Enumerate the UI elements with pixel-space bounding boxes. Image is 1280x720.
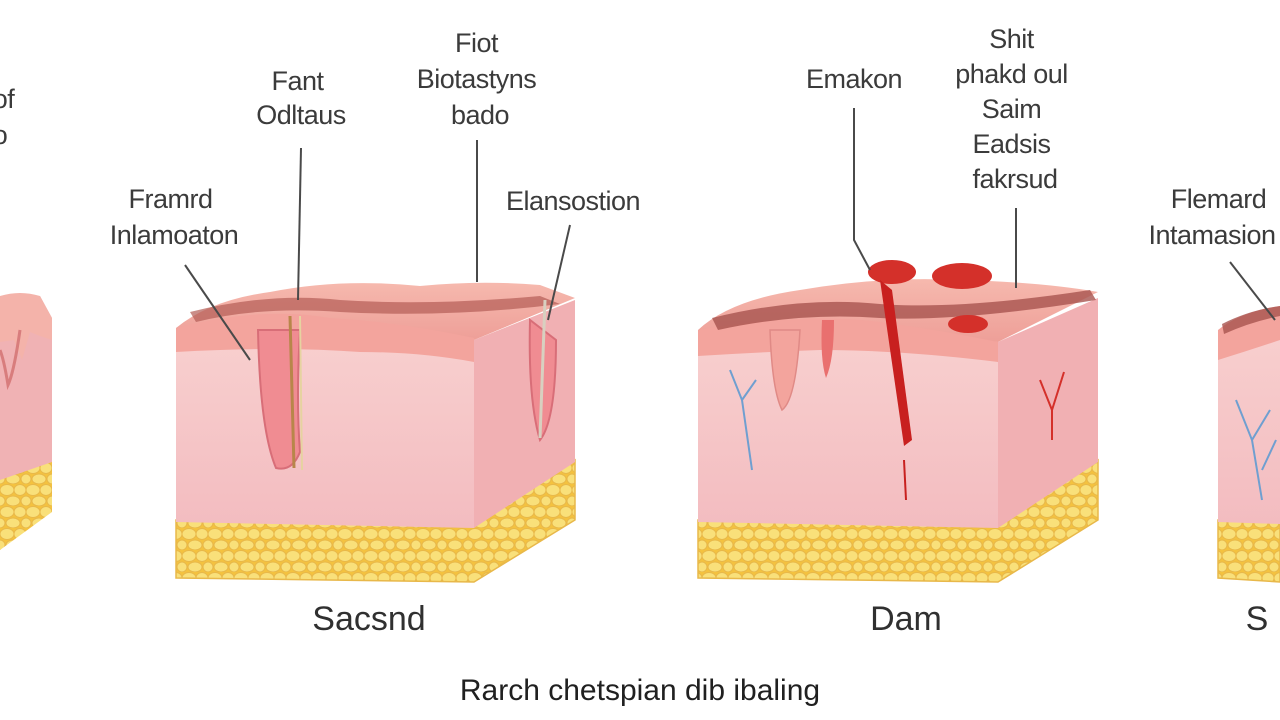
- panel-4-skin-block: [1217, 306, 1280, 583]
- label-emakon-line1: Emakon: [806, 64, 902, 94]
- leader-elansostion: [547, 224, 571, 321]
- panel-2-epidermis-band: [176, 313, 474, 362]
- label-framrd-line1: Framrd: [128, 184, 212, 214]
- panel-3-blood-streak: [880, 280, 912, 446]
- panel-4-fat-layer: [1217, 519, 1280, 583]
- label-framrd-line2: Inlamoaton: [110, 220, 239, 250]
- caption-panel3: Dam: [870, 600, 942, 638]
- panel-3-blister-1: [868, 260, 916, 284]
- label-shit-line2: phakd oul: [955, 59, 1068, 89]
- label-shit-line5: fakrsud: [972, 164, 1057, 194]
- label-fiot-line1: Fiot: [455, 28, 499, 58]
- footer-title: Rarch chetspian dib ibaling: [460, 674, 820, 707]
- label-elansostion-line1: Elansostion: [506, 186, 640, 216]
- label-flemard: Flemard Intamasion: [1148, 184, 1275, 250]
- panel-captions: Sacsnd Dam S: [312, 600, 1268, 638]
- panel-4-vessels: [1235, 399, 1277, 501]
- caption-panel2: Sacsnd: [312, 600, 425, 638]
- label-flemard-line2: Intamasion: [1148, 220, 1275, 250]
- label-fant-line1: Fant: [271, 66, 324, 96]
- label-fiot: Fiot Biotastyns bado: [417, 28, 544, 130]
- label-shit-line3: Saim: [982, 94, 1042, 124]
- label-flemard-line1: Flemard: [1171, 184, 1267, 214]
- panel-3-dermis-side: [998, 298, 1098, 528]
- label-fant-line2: Odltaus: [256, 100, 346, 130]
- panel-3-blister-3: [948, 315, 988, 333]
- panel-3-vessel-right: [1039, 371, 1065, 440]
- panel-2-dermis-front: [176, 330, 474, 528]
- label-panel1-line2: o: [0, 120, 7, 150]
- label-panel1: t of o: [0, 84, 21, 150]
- panel-1-fold: [0, 329, 22, 391]
- panel-1-dermis: [0, 296, 52, 500]
- label-framrd: Framrd Inlamoaton: [110, 184, 239, 250]
- leader-emakon: [853, 108, 871, 271]
- label-fiot-line2: Biotastyns: [417, 64, 537, 94]
- caption-panel4: S: [1246, 600, 1269, 638]
- leader-lines: [184, 108, 1276, 361]
- panel-2-fold-left: [256, 329, 302, 470]
- panel-1-top-layer: [0, 293, 52, 360]
- label-fant: Fant Odltaus: [256, 66, 346, 130]
- label-elansostion: Elansostion: [506, 186, 640, 216]
- panel-3-vessel-center: [903, 459, 907, 501]
- panel-3-drip-1: [769, 329, 801, 412]
- panel-2-fold-inner-2: [299, 315, 303, 471]
- panel-1-fat: [0, 462, 52, 550]
- panel-3-drip-2: [821, 320, 834, 378]
- panel-2-dark-band: [190, 296, 560, 322]
- panel-2-fold-inner: [288, 315, 296, 469]
- panel-3-skin-block: [697, 260, 1099, 583]
- label-shit-line1: Shit: [989, 24, 1035, 54]
- label-panel1-line1: t of: [0, 84, 15, 114]
- label-shit-line4: Eadsis: [972, 129, 1050, 159]
- annotation-labels: t of o Fant Odltaus Fiot Biotastyns bado…: [0, 24, 1276, 250]
- label-shit: Shit phakd oul Saim Eadsis fakrsud: [955, 24, 1075, 194]
- leader-flemard: [1229, 261, 1276, 321]
- leader-fant: [297, 147, 302, 301]
- panel-1-skin-block: [0, 293, 52, 550]
- label-emakon: Emakon: [806, 64, 902, 94]
- panel-3-vessel-left: [729, 369, 757, 471]
- leader-framrd: [184, 264, 251, 361]
- panel-2-skin-block: [175, 282, 576, 583]
- panel-4-dermis-front: [1218, 322, 1280, 524]
- panel-2-fold-right-inner: [538, 299, 547, 439]
- panel-3-dermis-front: [698, 330, 998, 528]
- panel-3-dark-band: [712, 290, 1096, 330]
- panel-3-blister-2: [932, 263, 992, 289]
- panel-4-dark-band: [1222, 306, 1280, 334]
- label-fiot-line3: bado: [451, 100, 509, 130]
